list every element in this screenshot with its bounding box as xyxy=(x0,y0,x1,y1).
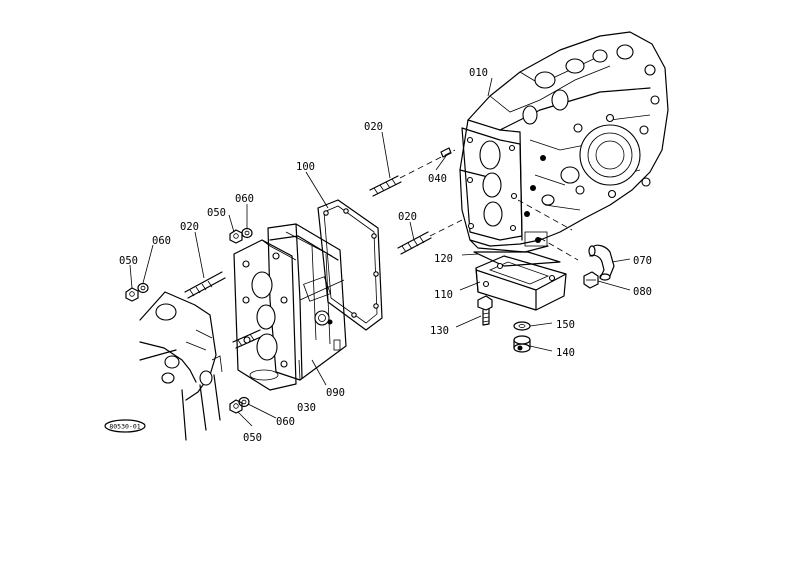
fitting-080 xyxy=(583,271,599,289)
stud-bolt-left xyxy=(184,271,226,299)
plug-040 xyxy=(440,147,452,158)
label-150: 150 xyxy=(556,319,575,331)
nut-050-left xyxy=(125,287,139,302)
housing-090 xyxy=(267,223,347,381)
nut-050-bottom xyxy=(229,399,243,414)
pipe-070 xyxy=(588,244,615,281)
label-130: 130 xyxy=(430,325,449,337)
leader-lines xyxy=(129,77,631,427)
stud-bolt-upper xyxy=(369,149,456,197)
transmission-case xyxy=(459,31,669,253)
washer-060-bottom xyxy=(238,396,250,408)
label-020-mid: 020 xyxy=(398,211,417,223)
gasket-120 xyxy=(473,251,561,267)
nut-050-top xyxy=(229,229,243,244)
stud-bolt-middle xyxy=(397,219,463,255)
reference-code: 80530-01 xyxy=(109,423,140,431)
label-020-left: 020 xyxy=(180,221,199,233)
label-090: 090 xyxy=(326,387,345,399)
washer-060-left xyxy=(137,282,149,294)
label-060-top: 060 xyxy=(235,193,254,205)
label-060-left: 060 xyxy=(152,235,171,247)
label-070: 070 xyxy=(633,255,652,267)
bolt-130 xyxy=(477,295,493,326)
label-080: 080 xyxy=(633,286,652,298)
label-040: 040 xyxy=(428,173,447,185)
label-010: 010 xyxy=(469,67,488,79)
label-050-top: 050 xyxy=(207,207,226,219)
label-050-left: 050 xyxy=(119,255,138,267)
gasket-100 xyxy=(317,199,383,331)
part-labels: 010 020 020 020 100 040 060 050 060 050 … xyxy=(119,67,652,444)
left-frame xyxy=(139,291,223,441)
plate-110 xyxy=(475,255,567,311)
washer-150 xyxy=(513,321,531,331)
reference-code-badge: 80530-01 xyxy=(104,419,146,433)
label-030: 030 xyxy=(297,402,316,414)
label-100: 100 xyxy=(296,161,315,173)
label-050-bottom: 050 xyxy=(243,432,262,444)
drain-plug-140 xyxy=(513,335,531,353)
label-120: 120 xyxy=(434,253,453,265)
washer-060-top xyxy=(241,227,253,239)
label-060-bottom: 060 xyxy=(276,416,295,428)
cover-030 xyxy=(233,239,297,391)
label-110: 110 xyxy=(434,289,453,301)
label-020-top: 020 xyxy=(364,121,383,133)
label-140: 140 xyxy=(556,347,575,359)
